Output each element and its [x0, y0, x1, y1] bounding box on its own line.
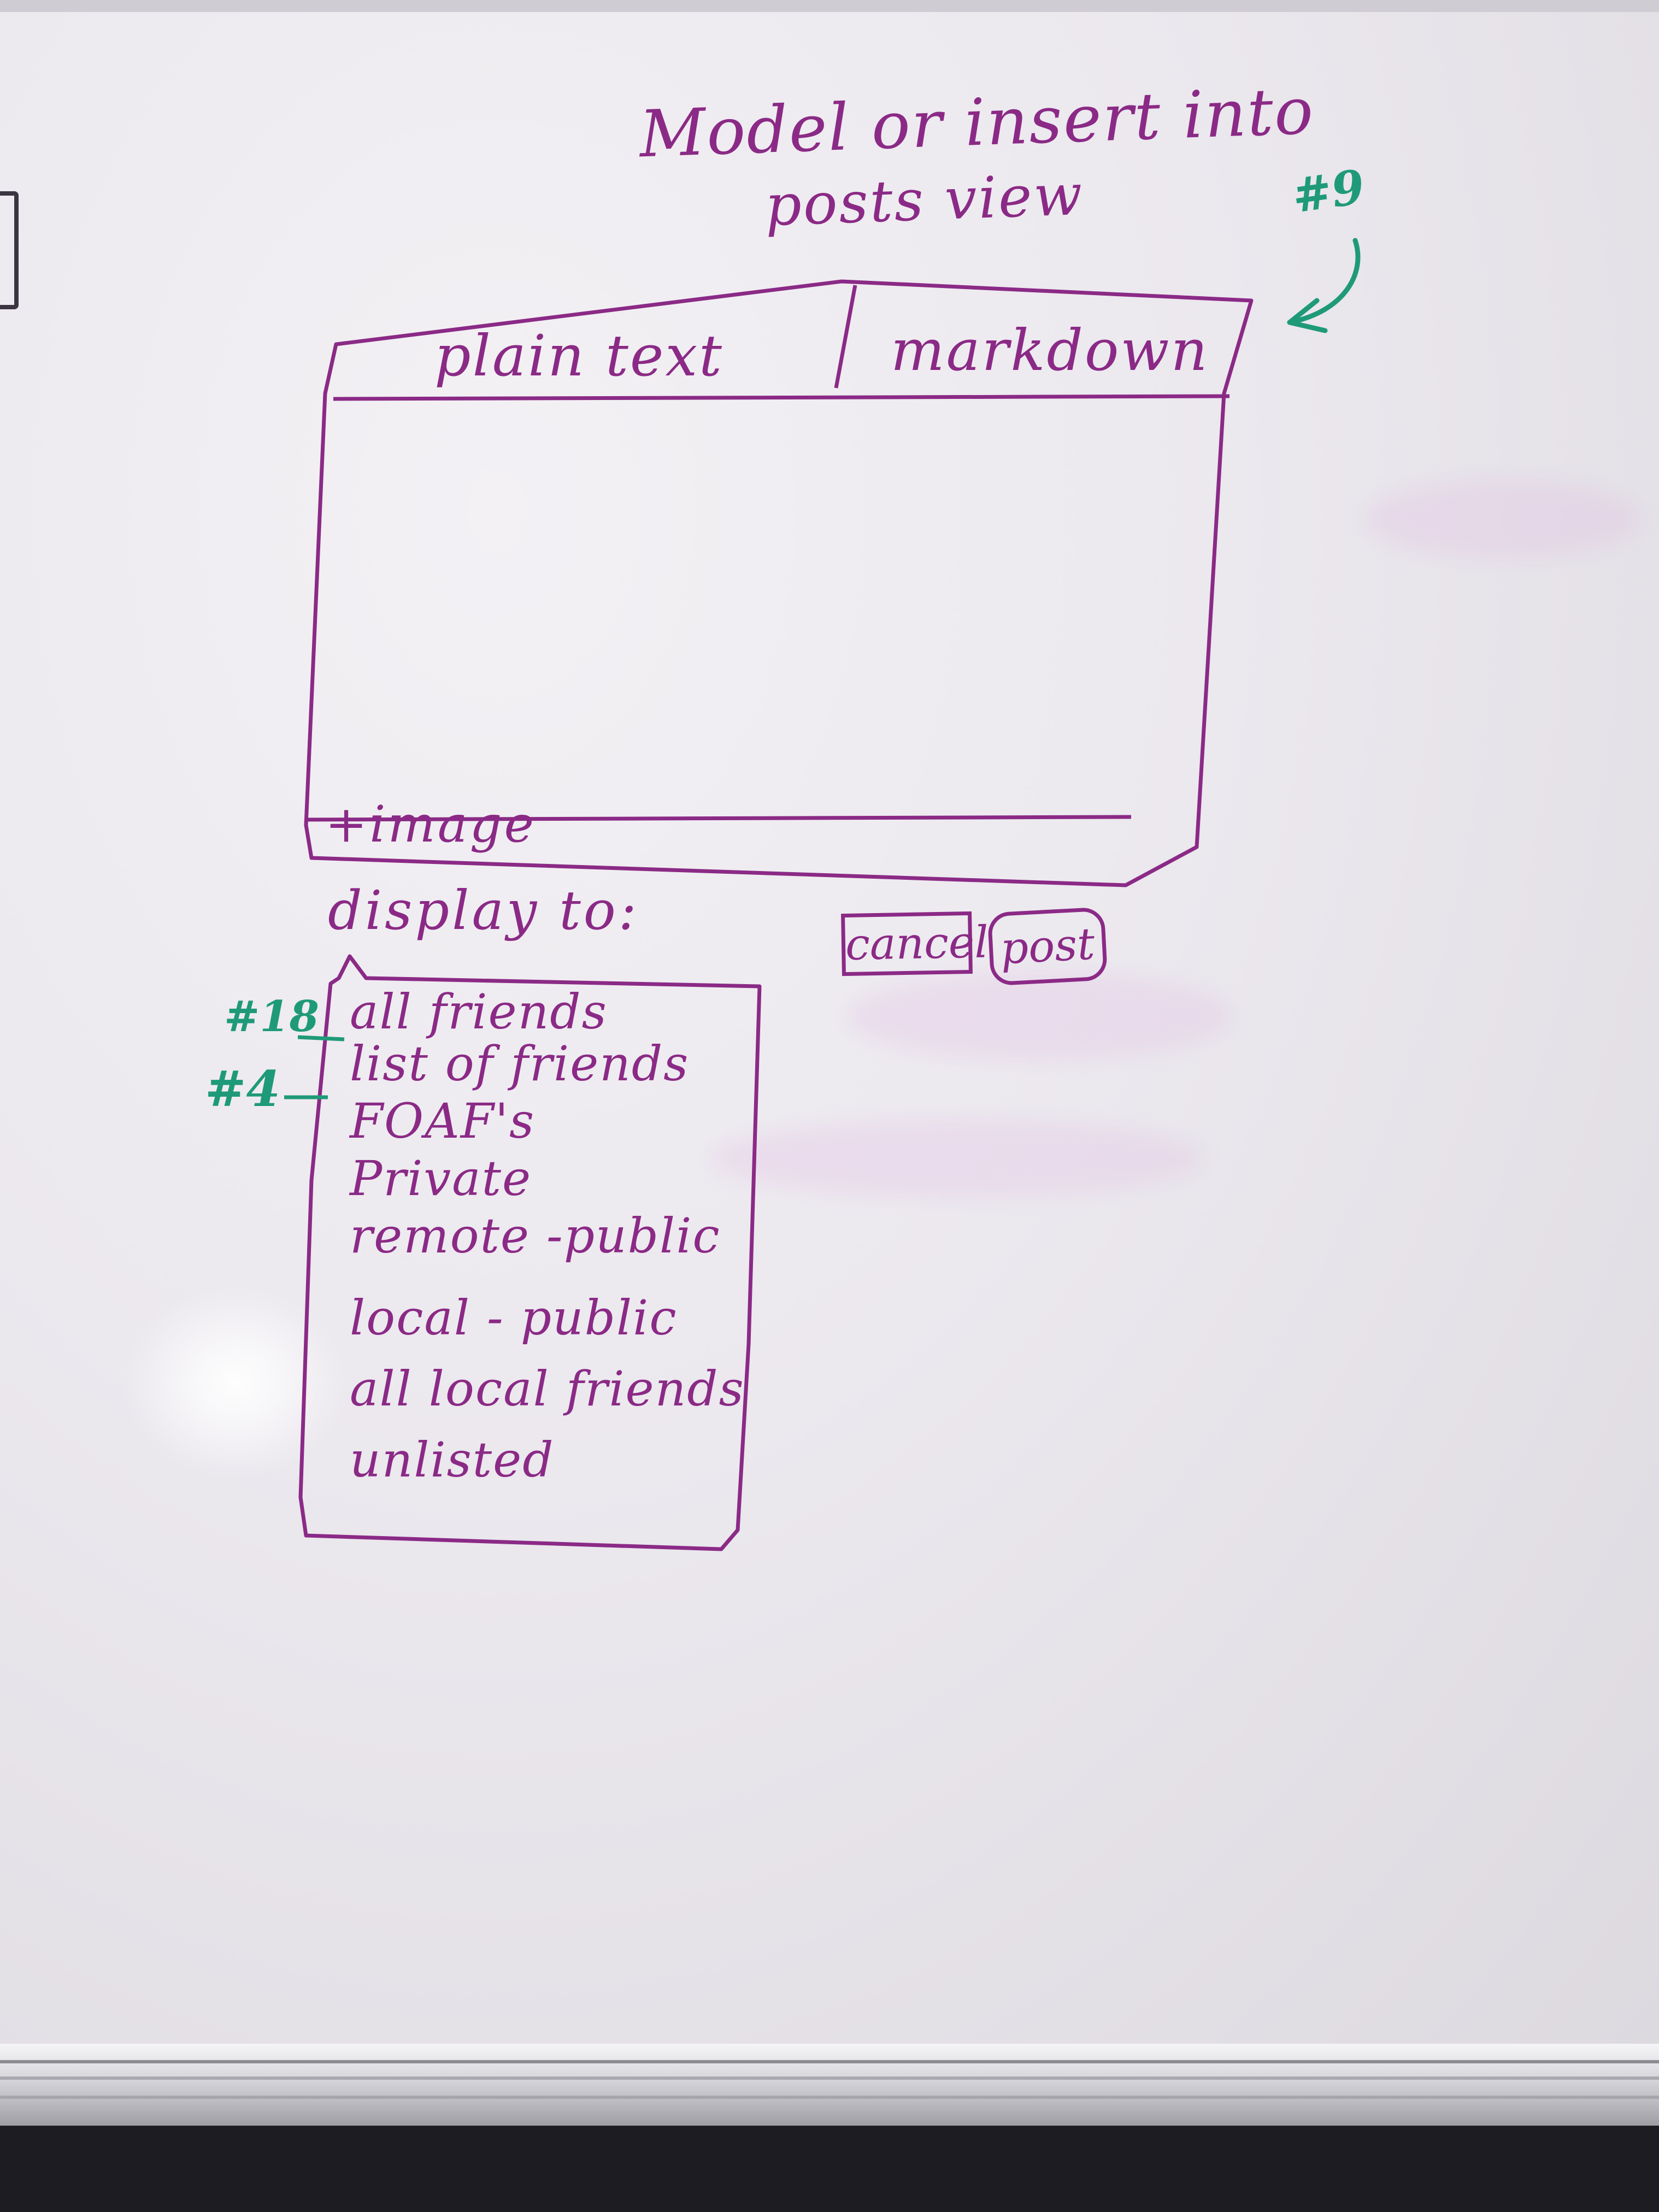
sketch-subtitle: posts view	[764, 161, 1085, 239]
issue-annotation-all-friends: #18	[224, 992, 319, 1042]
tab-plain-text[interactable]: plain text	[434, 322, 723, 389]
visibility-option-unlisted[interactable]: unlisted	[350, 1432, 555, 1488]
marker-tray	[0, 2044, 1659, 2126]
light-glare	[120, 1284, 350, 1481]
visibility-option-all-friends[interactable]: all friends	[350, 984, 608, 1040]
visibility-option-local-public[interactable]: local - public	[350, 1290, 678, 1346]
issue-annotation-list-of-friends: #4	[205, 1060, 281, 1118]
post-editor: plain text markdown +image	[295, 279, 1254, 891]
annotation-arrow-icon	[1287, 238, 1361, 333]
annotation-tick-icon	[298, 1035, 345, 1042]
left-frame-bracket	[0, 191, 19, 309]
visibility-option-list-of-friends[interactable]: list of friends	[350, 1036, 690, 1092]
visibility-dropdown: all friends list of friends FOAF's Priva…	[290, 954, 770, 1552]
post-text-area[interactable]	[339, 410, 1202, 803]
annotation-tick-icon	[284, 1095, 328, 1099]
visibility-option-remote-public[interactable]: remote -public	[350, 1208, 721, 1264]
issue-annotation-editor: #9	[1289, 159, 1368, 224]
dropdown-outline	[298, 954, 762, 1551]
visibility-option-foaf[interactable]: FOAF's	[350, 1093, 536, 1149]
display-to-label: display to:	[328, 880, 639, 942]
background-floor	[0, 2126, 1659, 2212]
whiteboard-top-edge	[0, 0, 1659, 12]
add-image-button[interactable]: +image	[325, 795, 536, 854]
tab-markdown[interactable]: markdown	[891, 317, 1209, 384]
whiteboard	[0, 0, 1659, 2044]
eraser-smudge	[710, 1120, 1202, 1197]
post-button[interactable]: post	[987, 907, 1108, 986]
eraser-smudge	[847, 973, 1229, 1060]
visibility-option-all-local-friends[interactable]: all local friends	[350, 1361, 745, 1417]
editor-outline	[304, 279, 1254, 887]
visibility-option-private[interactable]: Private	[350, 1150, 532, 1207]
eraser-smudge	[1366, 481, 1639, 557]
cancel-button[interactable]: cancel	[841, 911, 989, 976]
